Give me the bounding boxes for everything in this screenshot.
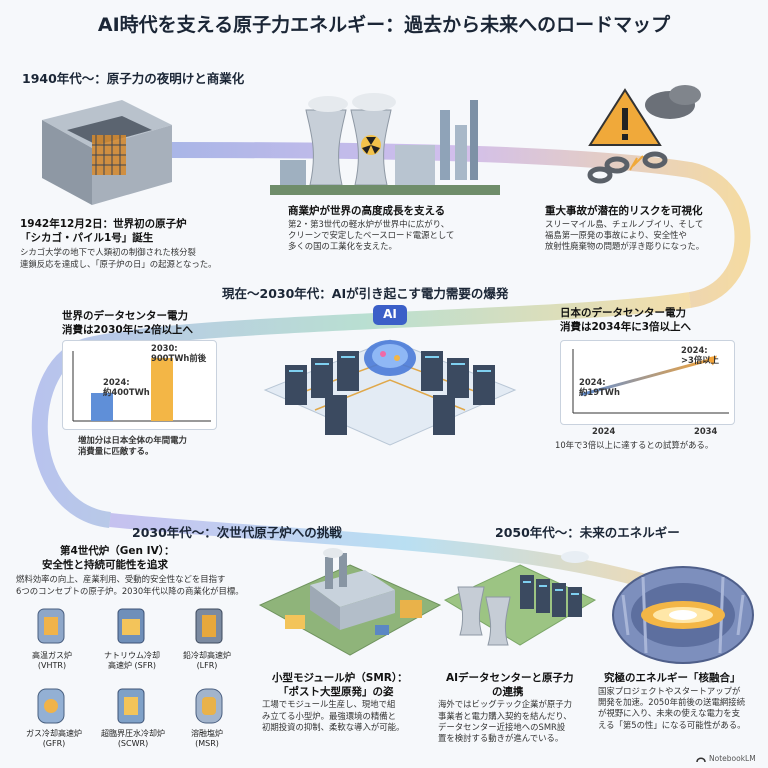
line-start-label-1: 2024: xyxy=(579,377,606,387)
chicago-body-2: 連鎖反応を達成し、「原子炉の日」の起源となった。 xyxy=(20,258,217,269)
accidents-body-3: 放射性廃棄物の問題が浮き彫りになった。 xyxy=(545,241,705,252)
era1-label: 1940年代〜：原子力の夜明けと商業化 xyxy=(22,71,245,86)
bar2-label-2: 900TWh前後 xyxy=(151,353,207,363)
bar-2024 xyxy=(91,393,113,421)
gen4-heading-2: 安全性と持続可能性を追求 xyxy=(42,558,168,571)
era2-label: 現在〜2030年代：AIが引き起こす電力需要の爆発 xyxy=(222,286,509,301)
bar-2030 xyxy=(151,358,173,421)
smr-heading-1: 小型モジュール炉（SMR）： xyxy=(272,672,408,684)
nuclear-plant-illustration xyxy=(270,93,500,195)
era1-card-accidents: 重大事故が潜在的リスクを可視化 スリーマイル島、チェルノブイリ、そして 福島第一… xyxy=(545,205,760,253)
fusion-card: 究極のエネルギー「核融合」 国家プロジェクトやスタートアップが 開発を加速。20… xyxy=(598,672,768,731)
dc-nuclear-card: AIデータセンターと原子力 の連携 海外ではビッグテック企業が原子力 事業者と電… xyxy=(438,672,613,745)
chicago-body-1: シカゴ大学の地下で人類初の制御された核分裂 xyxy=(20,247,196,258)
gen4-heading-1: 第4世代炉（Gen IV）： xyxy=(60,545,175,557)
chicago-heading-1: 1942年12月2日：世界初の原子炉 xyxy=(20,218,187,230)
era3-label: 2030年代〜：次世代原子炉への挑戦 xyxy=(132,525,342,540)
world-dc-foot-2: 消費量に匹敵する。 xyxy=(78,446,154,457)
bar1-label-1: 2024: xyxy=(103,377,130,387)
gen4-body-1: 燃料効率の向上、産業利用、受動的安全性などを目指す xyxy=(16,574,226,585)
era4-label: 2050年代〜：未来のエネルギー xyxy=(495,525,680,540)
ai-datacenter-illustration xyxy=(263,305,517,446)
dc-nuclear-body-4: 置を検討する動きが進んでいる。 xyxy=(438,733,564,744)
fusion-heading: 究極のエネルギー「核融合」 xyxy=(604,672,741,684)
smr-body-2: み立てる小型炉。最強環境の精備と xyxy=(262,710,396,721)
watermark: NotebookLM xyxy=(696,754,756,763)
world-dc-heading-2: 消費は2030年に2倍以上へ xyxy=(62,323,194,336)
reactor-label-msr: 溶融塩炉 (MSR) xyxy=(191,729,223,748)
smr-card: 小型モジュール炉（SMR）： 「ポスト大型原発」の姿 工場でモジュール生産し、現… xyxy=(262,672,452,733)
datacenter-nuclear-illustration xyxy=(443,551,597,646)
ai-badge: AI xyxy=(383,307,397,321)
page-title: AI時代を支える原子力エネルギー：過去から未来へのロードマップ xyxy=(97,14,671,36)
x-tick-2034: 2034 xyxy=(694,426,718,436)
fusion-body-2: 開発を加速。2050年前後の送電網接続 xyxy=(598,696,745,707)
bar1-label-2: 約400TWh xyxy=(103,387,150,397)
world-dc-foot: 増加分は日本全体の年間電力 消費量に匹敵する。 xyxy=(78,435,248,458)
smr-factory-illustration xyxy=(258,548,442,656)
reactor-label-lfr: 鉛冷却高速炉 (LFR) xyxy=(183,651,231,670)
world-dc-card: 世界のデータセンター電力 消費は2030年に2倍以上へ xyxy=(62,310,237,337)
world-dc-bar-chart xyxy=(72,351,211,422)
lfr-icon xyxy=(195,608,223,644)
line-arrow-head xyxy=(707,355,717,366)
smr-body-1: 工場でモジュール生産し、現地で組 xyxy=(262,699,396,710)
gen4-body-2: 6つのコンセプトの原子炉。2030年代以降の商業化が目標。 xyxy=(16,585,244,596)
watermark-text: NotebookLM xyxy=(709,754,756,763)
accidents-body-1: スリーマイル島、チェルノブイリ、そして xyxy=(545,218,704,229)
smr-body-3: 初期投資の抑制、柔軟な導入が可能。 xyxy=(262,721,405,732)
world-dc-chart-box: 2024: 約400TWh 2030: 900TWh前後 xyxy=(62,340,217,430)
sfr-icon xyxy=(117,608,145,644)
japan-dc-chart-box: 2024: 約19TWh 2024: >3倍以上 xyxy=(560,340,735,425)
chicago-heading-2: 「シカゴ・パイル1号」誕生 xyxy=(20,231,154,244)
dc-nuclear-heading-1: AIデータセンターと原子力 xyxy=(446,672,574,684)
era1-card-commercial: 商業炉が世界の高度成長を支える 第2・第3世代の軽水炉が世界中に広がり、 クリー… xyxy=(288,205,518,253)
notebooklm-logo-icon xyxy=(696,757,706,762)
line-series-japan-dc xyxy=(580,358,712,397)
world-dc-heading-1: 世界のデータセンター電力 xyxy=(62,310,188,322)
reactor-label-gfr: ガス冷却高速炉 (GFR) xyxy=(26,729,82,748)
dc-nuclear-body-1: 海外ではビッグテック企業が原子力 xyxy=(438,699,572,710)
scwr-icon xyxy=(117,688,145,724)
x-tick-2024: 2024 xyxy=(592,426,616,436)
vhtr-icon xyxy=(37,608,65,644)
reactor-label-vhtr: 高温ガス炉 (VHTR) xyxy=(32,651,72,670)
commercial-body-2: クリーンで安定したベースロード電源として xyxy=(288,229,455,240)
dc-nuclear-body-3: データセンター近接地へのSMR設 xyxy=(438,721,566,732)
accidents-heading: 重大事故が潜在的リスクを可視化 xyxy=(545,205,703,217)
dc-nuclear-body-2: 事業者と電力購入契約を結んだり、 xyxy=(438,710,572,721)
line-start-label-2: 約19TWh xyxy=(579,387,620,397)
japan-dc-heading-1: 日本のデータセンター電力 xyxy=(560,307,686,319)
reactor-label-scwr: 超臨界圧水冷却炉 (SCWR) xyxy=(101,729,165,748)
line-end-label-2: >3倍以上 xyxy=(681,355,719,365)
japan-dc-foot: 10年で3倍以上に達するとの試算がある。 xyxy=(555,440,714,450)
accidents-body-2: 福島第一原発の事故により、安全性や xyxy=(545,229,687,240)
japan-dc-heading-2: 消費は2034年に3倍以上へ xyxy=(560,320,692,333)
commercial-heading: 商業炉が世界の高度成長を支える xyxy=(288,205,446,217)
gen4-card: 第4世代炉（Gen IV）： 安全性と持続可能性を追求 燃料効率の向上、産業利用… xyxy=(16,545,276,597)
fusion-tokamak-illustration xyxy=(612,566,754,664)
gen4-reactor-grid: 高温ガス炉 (VHTR) ナトリウム冷却 高速炉 (SFR) 鉛冷却高速炉 (L… xyxy=(22,605,242,765)
reactor-label-sfr: ナトリウム冷却 高速炉 (SFR) xyxy=(104,651,160,670)
dc-nuclear-heading-2: の連携 xyxy=(492,685,524,698)
fusion-body-4: える「第5の性」になる可能性がある。 xyxy=(598,719,746,730)
japan-dc-card: 日本のデータセンター電力 消費は2034年に3倍以上へ xyxy=(560,307,760,334)
gfr-icon xyxy=(37,688,65,724)
commercial-body-1: 第2・第3世代の軽水炉が世界中に広がり、 xyxy=(288,218,450,229)
fusion-body-3: が視野に入り、未来の使えな電力を支 xyxy=(598,708,741,719)
line-end-label-1: 2024: xyxy=(681,345,708,355)
chicago-pile-illustration xyxy=(42,100,172,205)
bar2-label-1: 2030: xyxy=(151,343,178,353)
msr-icon xyxy=(195,688,223,724)
world-dc-foot-1: 増加分は日本全体の年間電力 xyxy=(78,435,187,445)
smr-heading-2: 「ポスト大型原発」の姿 xyxy=(278,685,394,698)
japan-dc-line-chart xyxy=(572,349,729,414)
commercial-body-3: 多くの国の工業化を支えた。 xyxy=(288,241,397,252)
era1-card-chicago: 1942年12月2日：世界初の原子炉 「シカゴ・パイル1号」誕生 シカゴ大学の地… xyxy=(20,218,260,270)
warning-illustration xyxy=(587,85,701,184)
fusion-body-1: 国家プロジェクトやスタートアップが xyxy=(598,685,741,696)
